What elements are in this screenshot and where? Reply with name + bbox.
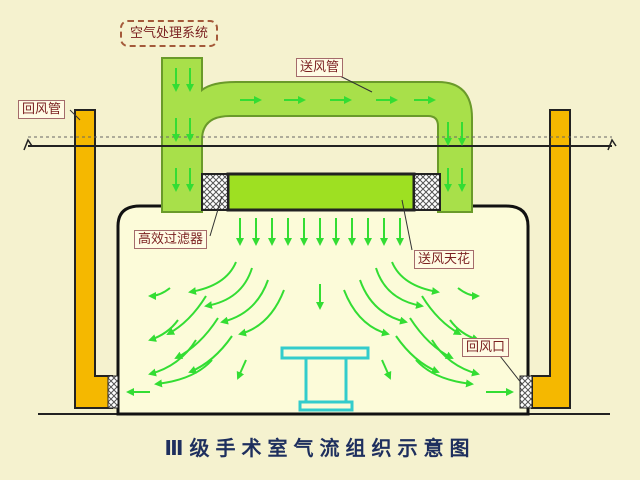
ac-system-label: 空气处理系统 — [120, 20, 219, 47]
airflow-arrow — [381, 359, 392, 380]
airflow-arrow — [431, 339, 480, 377]
hepa-filter-right — [413, 173, 441, 211]
airflow-arrow — [415, 359, 474, 388]
diagram-caption: Ⅲ级手术室气流组织示意图 — [164, 436, 476, 460]
airflow-arrow — [188, 261, 237, 295]
airflow-arrows — [126, 68, 514, 396]
airflow-arrow — [375, 267, 424, 309]
return-duct-right — [531, 109, 571, 409]
return-vent-right — [519, 375, 533, 409]
airflow-arrow — [395, 335, 440, 374]
airflow-arrow — [343, 289, 390, 337]
airflow-arrow — [148, 339, 197, 377]
leader-lines — [69, 73, 523, 385]
airflow-arrow — [391, 261, 440, 295]
airflow-arrow — [457, 287, 480, 300]
supply-duct-label: 送风管 — [296, 58, 344, 77]
airflow-arrow — [220, 279, 269, 325]
section-line — [23, 136, 617, 151]
operating-table — [280, 346, 370, 412]
hepa-filter-left — [201, 173, 229, 211]
return-vent-left — [107, 375, 119, 409]
airflow-arrow — [154, 359, 213, 388]
airflow-arrow — [421, 295, 462, 335]
airflow-arrow — [238, 289, 285, 337]
airflow-arrow — [166, 295, 207, 335]
return-vent-label: 回风口 — [462, 338, 510, 357]
airflow-arrow — [359, 279, 408, 325]
supply-ceiling-label: 送风天花 — [414, 250, 475, 269]
return-duct-label: 回风管 — [18, 100, 66, 119]
airflow-arrow — [188, 335, 233, 374]
airflow-arrow — [148, 319, 179, 342]
airflow-arrow — [236, 359, 247, 380]
airflow-arrow — [409, 317, 454, 359]
hepa-filter-label: 高效过滤器 — [134, 230, 208, 249]
airflow-arrow — [204, 267, 253, 309]
supply-ceiling — [226, 172, 416, 212]
airflow-arrow — [148, 287, 171, 300]
airflow-arrow — [174, 317, 219, 359]
return-duct-left — [74, 109, 113, 409]
